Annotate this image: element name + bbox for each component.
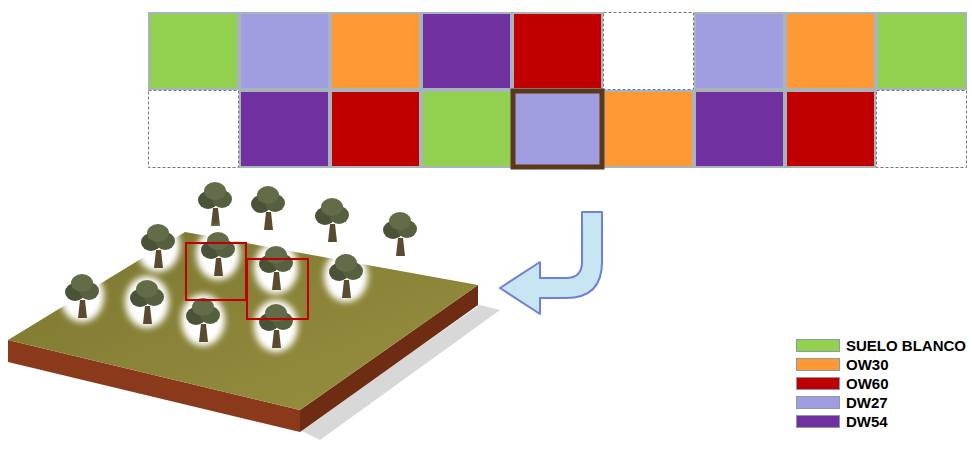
tree-trunk [272, 330, 281, 348]
olive-tree [310, 194, 354, 246]
highlight-cell [513, 91, 602, 167]
tree-trunk [143, 306, 152, 324]
tree-foliage [204, 182, 226, 200]
legend-row: SUELO BLANCO [796, 336, 966, 355]
plot-cell [422, 13, 511, 89]
legend-swatch [796, 358, 840, 371]
plot-cell [331, 13, 420, 89]
legend-swatch [796, 377, 840, 390]
tree-glow [378, 208, 422, 260]
olive-tree [378, 208, 422, 260]
tree-glow [125, 276, 169, 328]
plot-cell [786, 13, 875, 89]
plot-cell [422, 91, 511, 167]
olive-tree [254, 242, 298, 294]
tree-glow [181, 294, 225, 346]
legend-label: SUELO BLANCO [846, 337, 966, 354]
olive-tree [324, 250, 368, 302]
olive-tree [193, 178, 237, 230]
tree-foliage [136, 280, 158, 298]
tree-trunk [264, 212, 273, 230]
tree-trunk [328, 224, 337, 242]
plot-grid [149, 13, 967, 168]
legend-swatch [796, 396, 840, 409]
tree-trunk [396, 238, 405, 256]
tree-trunk [342, 280, 351, 298]
plot-top [8, 232, 478, 410]
plot-cell [513, 91, 602, 167]
plot-cell [604, 91, 693, 167]
plot-cell [695, 13, 784, 89]
tree-glow [136, 220, 180, 272]
tree-glow [254, 300, 298, 352]
olive-tree [60, 270, 104, 322]
tree-glow [310, 194, 354, 246]
legend-row: OW30 [796, 355, 966, 374]
legend-swatch [796, 415, 840, 428]
legend-row: DW54 [796, 412, 966, 431]
plot-cell [877, 13, 966, 89]
olive-tree [254, 300, 298, 352]
olive-tree [125, 276, 169, 328]
plot-cell [513, 13, 602, 89]
legend-label: OW60 [846, 375, 889, 392]
legend-swatch [796, 339, 840, 352]
plot-cell [149, 13, 238, 89]
tree-foliage [321, 198, 343, 216]
selection-square [186, 243, 246, 300]
legend: SUELO BLANCO OW30OW60DW27DW54 [796, 336, 966, 431]
tree-foliage [389, 212, 411, 230]
tree-glow [193, 178, 237, 230]
empty-cell [604, 13, 694, 90]
tree-glow [246, 182, 290, 234]
tree-trunk [154, 250, 163, 268]
olive-tree [181, 294, 225, 346]
tree-foliage [335, 254, 357, 272]
tree-glow [60, 270, 104, 322]
plot-cell [695, 91, 784, 167]
olive-tree [246, 182, 290, 234]
plot-cell [331, 91, 420, 167]
plot-cell [240, 91, 329, 167]
tree-trunk [78, 300, 87, 318]
tree-trunk [211, 208, 220, 226]
tree-trunk [214, 258, 223, 276]
olive-trees [60, 178, 422, 352]
legend-label: OW30 [846, 356, 889, 373]
plot-cell [786, 91, 875, 167]
curved-arrow [500, 212, 602, 314]
tree-glow [196, 228, 240, 280]
selection-square [247, 259, 308, 319]
legend-row: DW27 [796, 393, 966, 412]
empty-cell [149, 91, 239, 168]
legend-label: DW54 [846, 413, 888, 430]
tree-trunk [199, 324, 208, 342]
tree-foliage [265, 246, 287, 264]
olive-tree [136, 220, 180, 272]
tree-foliage [71, 274, 93, 292]
tree-trunk [272, 272, 281, 290]
empty-cell [877, 91, 967, 168]
plot-cell [240, 13, 329, 89]
tree-foliage [257, 186, 279, 204]
tree-foliage [147, 224, 169, 242]
olive-tree [196, 228, 240, 280]
tree-foliage [207, 232, 229, 250]
tree-glow [324, 250, 368, 302]
tree-glow [254, 242, 298, 294]
legend-row: OW60 [796, 374, 966, 393]
legend-label: DW27 [846, 394, 888, 411]
